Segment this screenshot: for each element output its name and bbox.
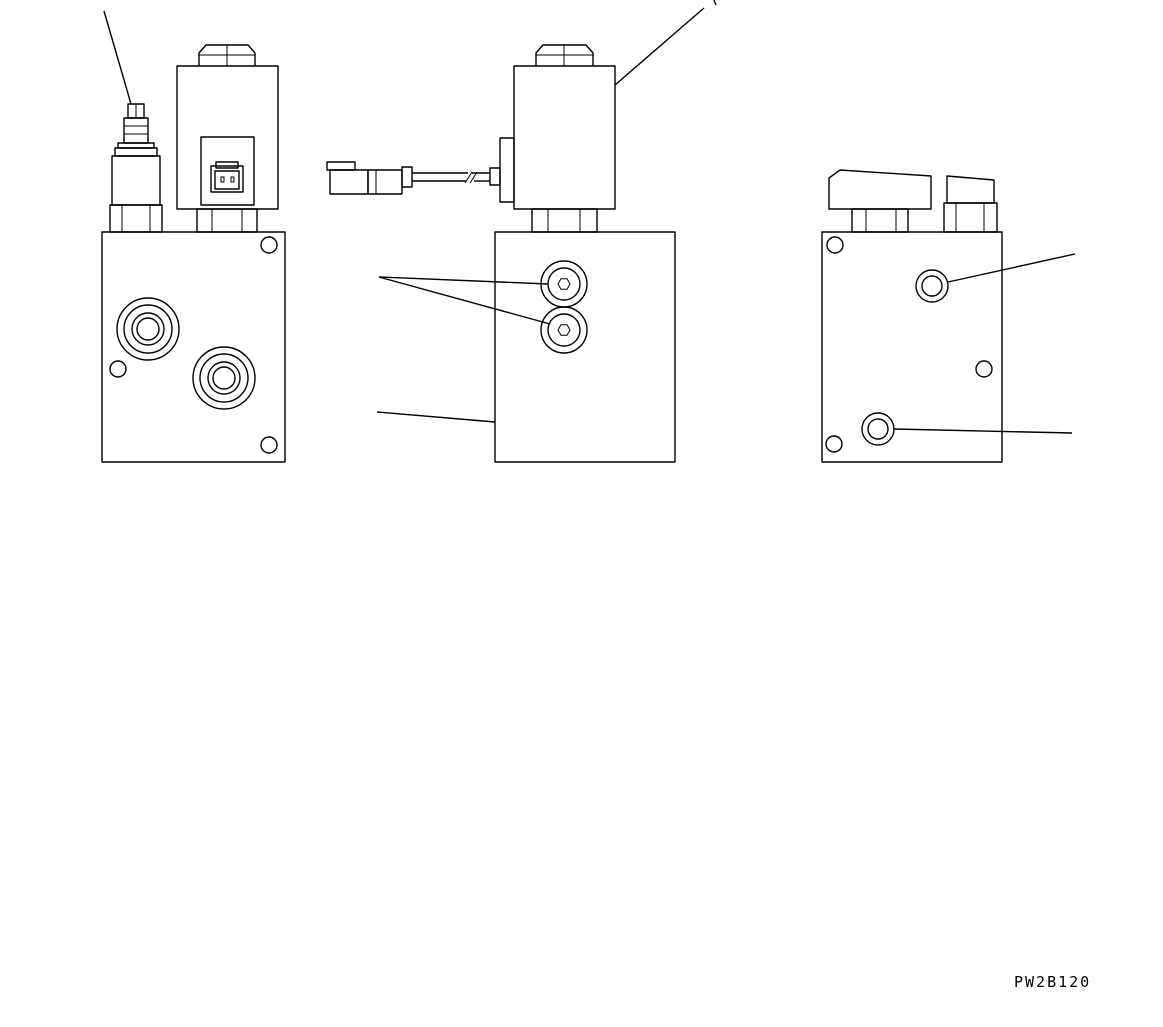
wire-harness [412,171,490,184]
rear-mount-hole [825,435,843,453]
leader-line [378,276,549,285]
solenoid-connector [200,136,255,206]
drawing-code: PW2B120 [1014,973,1092,991]
leader-line [378,276,551,325]
side-solenoid [489,44,616,233]
front-port-plug [192,346,256,410]
front-mount-hole [109,360,127,378]
rear-solenoid-nut [828,169,932,233]
wire-connector [326,161,413,195]
leader-line [376,411,496,423]
rear-switch-body [943,175,998,233]
front-solenoid [176,44,279,233]
leader-line [614,7,705,86]
rear-port-plug [915,269,949,303]
front-port-plug [116,297,180,361]
front-view [101,10,286,463]
leader-line [103,10,132,105]
side-manifold-block [494,231,676,463]
leader-line [893,428,1073,434]
rear-mount-hole [826,236,844,254]
front-mount-hole [260,236,278,254]
front-mount-hole [260,436,278,454]
leader-line [947,253,1076,283]
rear-port-plug [861,412,895,446]
side-hex-plug [540,306,588,354]
rear-view [821,169,1076,463]
rear-mount-hole [975,360,993,378]
leader-tick [713,0,717,6]
pressure-switch [109,103,163,233]
side-view [326,0,717,463]
front-manifold-block [101,231,286,463]
rear-manifold-block [821,231,1003,463]
